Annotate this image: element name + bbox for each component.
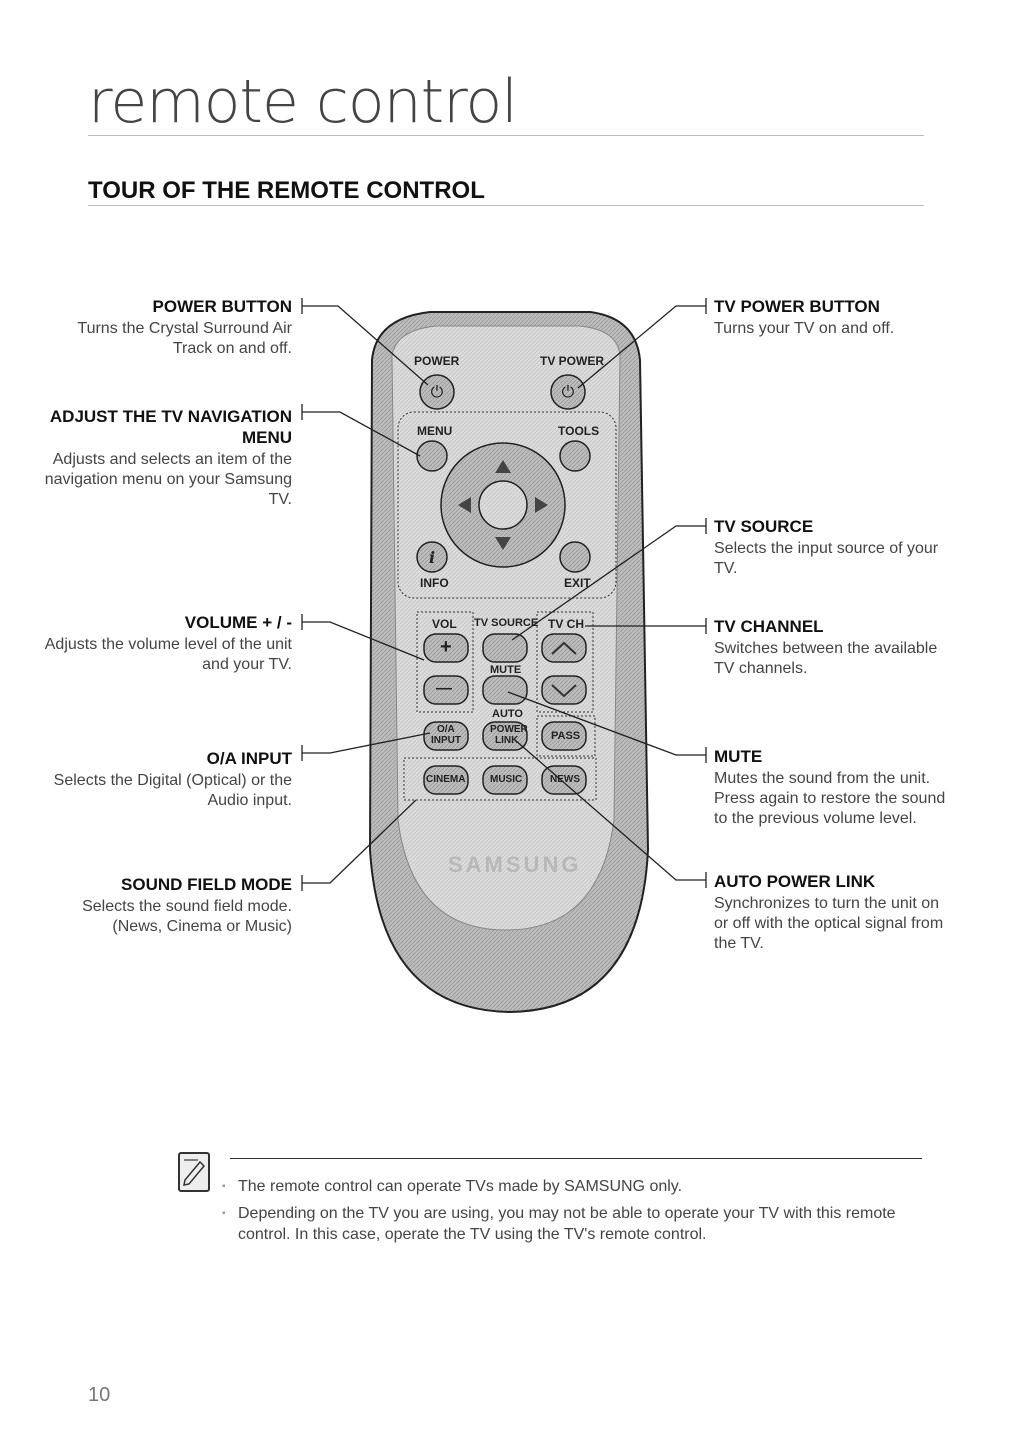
exit-button-graphic [559,541,591,573]
section-divider [88,205,924,206]
power-icon: ⏻ [431,382,444,401]
vol-label: VOL [432,617,457,631]
vol-group [416,611,474,713]
callout-tv-channel: TV CHANNEL Switches between the availabl… [714,616,954,679]
music-button-graphic [482,765,528,795]
note-item: The remote control can operate TVs made … [222,1176,922,1197]
notes-list: The remote control can operate TVs made … [222,1176,922,1251]
leader-lines [301,298,707,891]
callout-description: Selects the Digital (Optical) or the Aud… [53,772,292,809]
mute-button-graphic [482,675,528,705]
callout-title: ADJUST THE TV NAVIGATION MENU [49,407,292,447]
info-label: INFO [420,576,449,590]
callout-title: TV CHANNEL [714,617,824,636]
enter-button-graphic [478,480,528,530]
callout-title: TV POWER BUTTON [714,297,880,316]
arrow-right-icon [535,497,548,513]
chevron-down-icon [551,684,577,698]
callout-description: Synchronizes to turn the unit on or off … [714,895,944,952]
section-title: TOUR OF THE REMOTE CONTROL [88,177,485,204]
auto-label: AUTO [492,708,523,720]
callout-sound-field-mode: SOUND FIELD MODE Selects the sound field… [42,874,292,937]
callout-title: SOUND FIELD MODE [121,875,292,894]
page-title: remote control [88,67,518,137]
callout-power-button: POWER BUTTON Turns the Crystal Surround … [42,296,292,359]
vol-plus-button-graphic [423,633,469,663]
callout-title: POWER BUTTON [152,297,292,316]
tv-power-label: TV POWER [540,354,605,368]
callout-description: Mutes the sound from the unit. Press aga… [714,770,946,827]
ch-up-button-graphic [541,633,587,663]
callout-tv-source: TV SOURCE Selects the input source of yo… [714,516,954,579]
pass-group [536,715,596,757]
page-number: 10 [88,1384,111,1406]
chevron-up-icon [551,641,577,655]
callout-description: Turns your TV on and off. [714,320,895,337]
tv-power-button-graphic [550,374,586,410]
news-label: NEWS [550,774,580,785]
tools-label: TOOLS [558,424,600,438]
power-link-button-graphic [482,721,528,751]
notes-divider [230,1158,922,1159]
ch-group [536,611,594,713]
callout-title: MUTE [714,747,763,766]
callout-description: Turns the Crystal Surround Air Track on … [77,320,292,357]
tv-source-button-graphic [482,633,528,663]
music-label: MUSIC [490,774,523,785]
arrow-up-icon [495,460,511,473]
callout-title: TV SOURCE [714,517,814,536]
oa-label: O/A [437,724,455,735]
power-link-label-2: LINK [495,735,519,746]
info-button-graphic [416,541,448,573]
mute-label: MUTE [490,664,522,676]
callout-description: Adjusts the volume level of the unit and… [44,636,292,673]
callout-description: Switches between the available TV channe… [714,640,938,677]
ch-down-button-graphic [541,675,587,705]
callout-oa-input: O/A INPUT Selects the Digital (Optical) … [42,748,292,811]
callout-adjust-tv-navigation-menu: ADJUST THE TV NAVIGATION MENU Adjusts an… [42,406,292,510]
pass-label: PASS [551,730,581,742]
oa-input-button-graphic [423,721,469,751]
exit-label: EXIT [564,576,591,590]
tv-ch-label: TV CH [548,617,584,631]
brand-logo: SAMSUNG [448,852,582,877]
vol-minus-label: — [436,680,452,697]
menu-button-graphic [416,440,448,472]
callout-mute: MUTE Mutes the sound from the unit. Pres… [714,746,954,829]
callout-volume: VOLUME + / - Adjusts the volume level of… [42,612,292,675]
power-button-graphic [419,374,455,410]
vol-plus-label: + [440,636,452,658]
tools-button-graphic [559,440,591,472]
power-label: POWER [414,354,460,368]
note-icon [178,1152,210,1192]
callout-title: AUTO POWER LINK [714,872,876,891]
callout-description: Selects the input source of your TV. [714,540,939,577]
callout-title: O/A INPUT [206,749,292,768]
cinema-button-graphic [423,765,469,795]
arrow-left-icon [458,497,471,513]
tv-source-label: TV SOURCE [474,617,539,629]
arrow-down-icon [495,537,511,550]
pass-button-graphic [541,721,587,751]
input-label: INPUT [431,735,461,746]
callout-auto-power-link: AUTO POWER LINK Synchronizes to turn the… [714,871,954,954]
callout-tv-power-button: TV POWER BUTTON Turns your TV on and off… [714,296,954,339]
callout-description: Selects the sound field mode. (News, Cin… [82,898,292,935]
callout-title: VOLUME + / - [184,613,292,632]
callout-description: Adjusts and selects an item of the navig… [44,451,292,508]
tv-power-icon: ⏻ [562,382,575,401]
note-item: Depending on the TV you are using, you m… [222,1203,922,1245]
info-icon: i [429,548,435,567]
cinema-label: CINEMA [426,774,466,785]
power-link-label-1: POWER [490,724,528,735]
vol-minus-button-graphic [423,675,469,705]
title-divider [88,135,924,136]
sound-field-group [403,757,597,801]
nav-group [397,411,617,599]
menu-label: MENU [417,424,453,438]
